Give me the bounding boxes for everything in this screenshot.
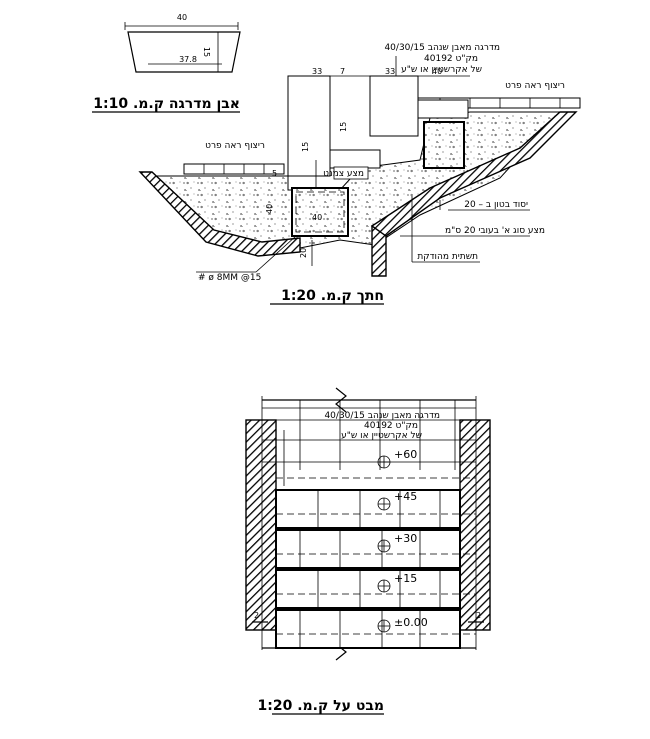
stone-dim-inner: 37.8 bbox=[179, 55, 197, 64]
plan-drawing: מדרגה מאבן שנהב 40/30/15 מק"ט 40192 של א… bbox=[245, 387, 491, 715]
section-spec-line3: של אקרשטיין או ש"ע bbox=[401, 65, 482, 75]
compacted-label: תשתית מהודקת bbox=[417, 252, 478, 262]
level-000: ±0.00 bbox=[394, 616, 428, 629]
plan-spec-line3: של אקרשטיין או ש"ע bbox=[341, 431, 422, 441]
section-title: חתך ק.מ. 1:20 bbox=[281, 288, 384, 304]
stone-dim-height: 15 bbox=[202, 47, 211, 57]
plan-spec-line2: מק"ט 40192 bbox=[364, 421, 418, 431]
dim-15-b: 15 bbox=[301, 142, 310, 152]
level-30: +30 bbox=[394, 532, 417, 545]
stone-dim-width: 40 bbox=[177, 13, 187, 22]
subbase-label: מצע סוג א' בעובי 20 ס"מ bbox=[445, 226, 545, 236]
level-60: +60 bbox=[394, 448, 417, 461]
stone-title: אבן מדרגה ק.מ. 1:10 bbox=[93, 96, 240, 112]
section-mark-left: 2 bbox=[254, 611, 259, 620]
dim-33-right: 33 bbox=[385, 67, 395, 76]
dim-40-top: 40 bbox=[432, 67, 442, 76]
dim-33-left: 33 bbox=[312, 67, 322, 76]
dim-40-side: 40 bbox=[265, 204, 274, 214]
gravel-label: מצע צמנט bbox=[323, 169, 364, 179]
plan-steps bbox=[275, 477, 476, 649]
dim-7: 7 bbox=[340, 67, 345, 76]
section-mark-right: 2 bbox=[476, 611, 481, 620]
dim-40-center: 40 bbox=[312, 213, 322, 222]
level-45: +45 bbox=[394, 490, 417, 503]
section-spec-line2: מק"ט 40192 bbox=[424, 54, 478, 64]
step-stone-detail: 40 37.8 15 אבן מדרגה ק.מ. 1:10 bbox=[92, 13, 241, 113]
level-markers: +60 +45 +30 +15 ±0.00 bbox=[377, 448, 428, 633]
dim-20: 20 bbox=[299, 248, 308, 258]
section-spec-line1: מדרגה מאבן שנהב 40/30/15 bbox=[384, 43, 500, 53]
plan-title: מבט על ק.מ. 1:20 bbox=[258, 698, 385, 714]
section-drawing: מדרגה מאבן שנהב 40/30/15 מק"ט 40192 של א… bbox=[138, 43, 581, 305]
plan-spec-line1: מדרגה מאבן שנהב 40/30/15 bbox=[324, 411, 440, 421]
level-15: +15 bbox=[394, 572, 417, 585]
dim-15-a: 15 bbox=[339, 122, 348, 132]
paving-left-label: ריצוף ראה פרט bbox=[205, 141, 265, 151]
rebar-label: # ø 8MM @15 bbox=[198, 273, 261, 283]
dim-5: 5 bbox=[272, 169, 277, 178]
paving-right-label: ריצוף ראה פרט bbox=[505, 81, 565, 91]
concrete-footing-label: יסוד בטון ב – 20 bbox=[464, 200, 528, 210]
